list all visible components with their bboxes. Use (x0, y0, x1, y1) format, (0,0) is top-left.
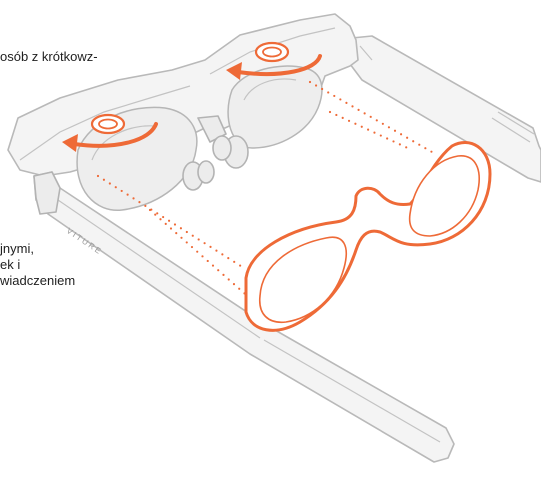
prescription-insert (246, 142, 490, 330)
right-lens (228, 66, 322, 148)
